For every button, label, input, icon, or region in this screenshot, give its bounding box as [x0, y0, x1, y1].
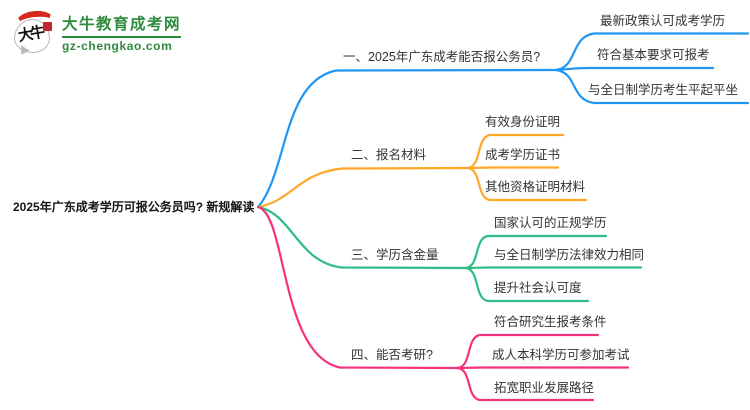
site-logo: 大牛 大牛教育成考网 gz-chengkao.com [12, 9, 182, 58]
leaf-3-2: 与全日制学历法律效力相同 [494, 248, 645, 262]
branch-2-lines [256, 133, 588, 209]
branch-2-label: 二、报名材料 [351, 148, 427, 162]
central-topic: 2025年广东成考学历可报公务员吗? 新规解读 [13, 200, 255, 214]
branch-4-lines [256, 205, 630, 402]
leaf-2-1: 有效身份证明 [485, 115, 561, 129]
leaf-1-2: 符合基本要求可报考 [597, 48, 710, 62]
branch-3-label: 三、学历含金量 [351, 248, 439, 262]
branch-4-label: 四、能否考研? [351, 348, 433, 362]
leaf-3-3: 提升社会认可度 [494, 281, 582, 295]
branch-1-label: 一、2025年广东成考能否报公务员? [343, 50, 541, 64]
leaf-3-1: 国家认可的正规学历 [494, 216, 607, 230]
leaf-2-2: 成考学历证书 [485, 148, 561, 162]
leaf-1-3: 与全日制学历考生平起平坐 [588, 83, 739, 97]
leaf-4-1: 符合研究生报考条件 [494, 315, 607, 329]
leaf-4-2: 成人本科学历可参加考试 [492, 348, 630, 362]
branch-3-lines [256, 205, 643, 303]
leaf-2-3: 其他资格证明材料 [485, 180, 586, 194]
logo-text-block: 大牛教育成考网 gz-chengkao.com [62, 15, 182, 53]
branch-1-lines [256, 32, 750, 209]
logo-mark-text: 大牛 [16, 24, 44, 45]
daniu-logo-icon: 大牛 [12, 9, 55, 58]
leaf-4-3: 拓宽职业发展路径 [494, 381, 595, 395]
leaf-1-1: 最新政策认可成考学历 [600, 14, 726, 28]
logo-site-domain: gz-chengkao.com [62, 36, 182, 53]
logo-site-name: 大牛教育成考网 [62, 16, 182, 33]
logo-red-seal-icon [43, 22, 52, 31]
